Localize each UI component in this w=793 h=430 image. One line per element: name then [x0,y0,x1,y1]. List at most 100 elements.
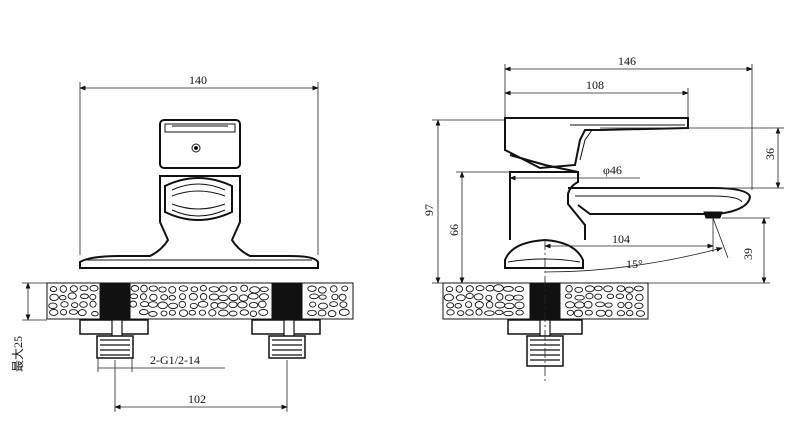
front-shank-left [79,283,149,359]
dim-spout-height: 39 [648,217,770,284]
countertop-pebble [504,302,515,310]
countertop-pebble [594,293,603,300]
countertop-pebble [228,310,238,317]
dim-spout-reach-label: 104 [612,232,630,246]
countertop-pebble [179,293,187,300]
countertop-pebble [574,294,585,301]
countertop-pebble [445,286,454,293]
countertop-pebble [465,309,474,316]
countertop-pebble [473,293,484,301]
dim-thread-label: 2-G1/2-14 [150,353,200,367]
countertop-pebble [606,293,615,299]
countertop-pebble [565,284,573,293]
side-view: 146 108 36 φ46 97 [422,54,784,382]
countertop-pebble [625,293,633,301]
countertop-pebble [605,309,613,317]
countertop-pebble [317,309,327,317]
countertop-pebble [318,294,327,300]
countertop-pebble [129,293,139,299]
countertop-pebble [188,293,198,301]
countertop-pebble [635,310,646,317]
countertop-pebble [329,301,338,307]
countertop-pebble [248,301,259,309]
countertop-pebble [89,293,97,301]
countertop-pebble [616,285,626,292]
countertop-pebble [615,293,625,299]
countertop-pebble [148,301,158,308]
side-lever [504,117,689,170]
countertop-pebble [485,285,495,292]
dim-lever-length: 108 [504,78,689,118]
countertop-pebble [309,293,319,300]
countertop-pebble [139,293,147,301]
countertop-pebble [247,292,259,300]
countertop-pebble [208,309,217,317]
countertop-pebble [514,286,525,293]
countertop-pebble [158,286,167,293]
countertop-pebble [91,311,99,317]
countertop-pebble [168,309,176,316]
countertop-pebble [188,309,196,316]
countertop-pebble [67,292,77,300]
countertop-pebble [68,309,79,315]
countertop-pebble [465,301,473,308]
dim-side-length-label: 146 [618,54,636,68]
countertop-pebble [258,300,267,309]
countertop-pebble [190,286,199,293]
countertop-pebble [455,285,463,293]
countertop-pebble [228,301,238,309]
countertop-pebble [218,294,229,302]
countertop-pebble [168,302,179,310]
front-base-plate [79,175,319,269]
countertop-pebble [48,302,58,309]
countertop-pebble [503,310,514,317]
countertop-pebble [616,310,626,317]
dim-front-width: 140 [79,73,319,255]
countertop-pebble [446,309,455,316]
countertop-pebble [218,309,229,317]
countertop-pebble [228,293,239,302]
countertop-pebble [494,309,504,316]
countertop-pebble [239,309,249,316]
dim-total-height: 97 [422,119,505,284]
countertop-pebble [603,285,613,293]
side-spout [568,187,752,219]
countertop-pebble [130,285,140,292]
front-countertop [46,282,354,320]
countertop-pebble [49,286,58,293]
countertop-pebble [80,293,89,300]
countertop-pebble [626,309,634,317]
front-view: 140 2-G1/2-14 102 最大25 [11,73,354,412]
countertop-pebble [338,293,347,301]
countertop-pebble [583,300,593,309]
countertop-pebble [514,301,525,310]
countertop-pebble [564,293,573,299]
countertop-pebble [89,285,99,292]
countertop-pebble [574,301,585,309]
countertop-pebble [49,308,59,316]
countertop-pebble [60,301,69,308]
countertop-pebble [624,286,634,293]
countertop-pebble [129,300,137,308]
countertop-pebble [457,310,465,316]
dim-spacing-label: 102 [188,392,206,406]
countertop-pebble [168,295,176,301]
countertop-pebble [148,285,158,292]
countertop-pebble [585,292,594,300]
dim-spout-angle-label: 15° [626,257,643,271]
countertop-pebble [69,285,78,293]
countertop-pebble [49,293,59,302]
countertop-pebble [198,309,207,316]
countertop-pebble [566,309,575,316]
countertop-pebble [307,309,317,316]
countertop-pebble [465,285,474,293]
countertop-pebble [475,285,485,292]
countertop-pebble [446,302,455,309]
countertop-pebble [513,294,524,301]
countertop-pebble [504,294,515,301]
countertop-pebble [259,286,269,292]
countertop-pebble [160,310,168,317]
front-spout [164,177,233,221]
dim-spout-angle: 15° [544,217,729,273]
